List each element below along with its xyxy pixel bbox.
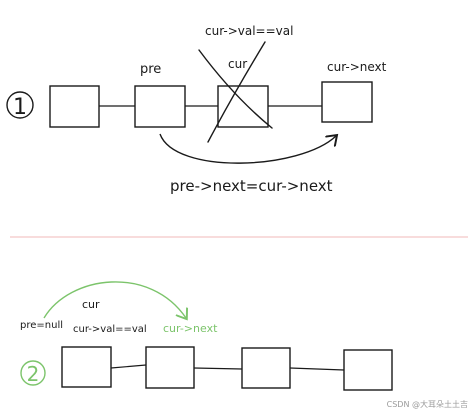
step-2-node-1 [61,346,112,388]
step-1-node-cur [217,85,269,128]
step-1: 1 cur->val==val pre cur cur->next pre->n… [6,24,387,195]
step-2-link-2-3 [193,367,243,370]
step-1-cur-label: cur [228,57,247,71]
step-2-next-label: cur->next [163,322,218,335]
step-1-bypass-arrow [159,133,336,164]
step-1-node-pre [134,85,186,128]
step-1-assignment-label: pre->next=cur->next [170,177,333,195]
step-2-node-2 [145,346,195,389]
step-2: 2 pre=null cur cur->val==val cur->next [20,281,393,391]
step-2-condition-label: cur->val==val [73,324,147,335]
watermark: CSDN @大耳朵土土吉 [387,399,468,409]
step-2-link-1-2 [110,364,147,369]
step-2-number: 2 [27,362,40,386]
step-1-condition-label: cur->val==val [205,24,293,38]
step-2-node-4 [343,349,393,391]
step-1-node-head [49,85,100,128]
step-1-node-next [321,81,373,123]
step-2-pre-null-label: pre=null [20,320,63,331]
step-1-pre-label: pre [140,62,161,77]
step-2-link-3-4 [289,367,345,371]
step-2-green-arrow [43,281,186,318]
step-1-number-badge: 1 [6,91,34,120]
step-1-circle [6,91,34,119]
step-2-circle [20,360,46,386]
step-1-delete-cross [198,41,273,143]
step-2-cur-label: cur [82,298,100,311]
step-2-node-3 [241,347,291,389]
step-1-next-label: cur->next [327,60,387,74]
step-1-number: 1 [13,95,27,120]
step-2-number-badge: 2 [20,360,46,386]
